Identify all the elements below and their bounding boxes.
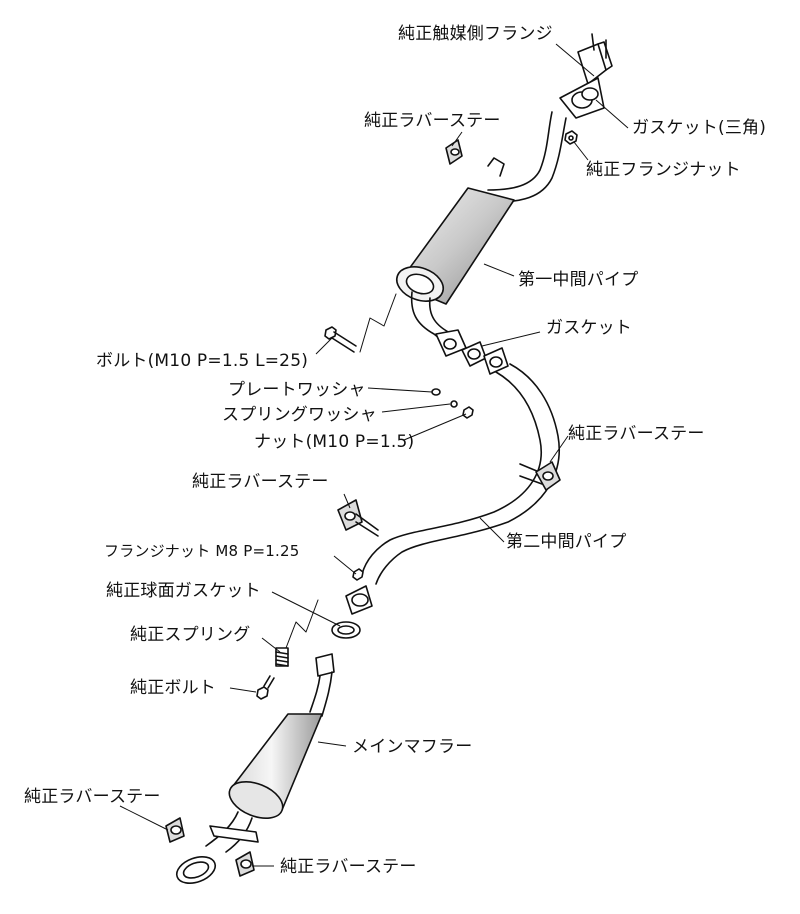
second-pipe-outlet-flange (345, 585, 373, 615)
rubber-stay-right (535, 461, 561, 491)
label-rubber-stay-right: 純正ラバーステー (568, 424, 705, 444)
cat-side-flange (577, 33, 613, 85)
label-gasket: ガスケット (546, 318, 632, 338)
rubber-stay-left-mid (337, 499, 379, 537)
label-oem-bolt: 純正ボルト (130, 678, 216, 698)
joint-gasket (461, 341, 487, 367)
oem-spring (275, 647, 289, 667)
label-second-mid-pipe: 第二中間パイプ (506, 532, 627, 552)
label-rubber-stay-mid: 純正ラバーステー (192, 472, 329, 492)
label-main-muffler: メインマフラー (352, 737, 473, 757)
oem-bolt (256, 675, 275, 700)
break-line-lower (285, 599, 319, 649)
label-rubber-stay-bottom-left: 純正ラバーステー (24, 787, 161, 807)
bolt-m10 (324, 326, 357, 353)
first-muffler (395, 187, 515, 343)
triangle-gasket (559, 77, 605, 119)
label-oem-spring: 純正スプリング (130, 625, 251, 645)
flange-nut-m8 (352, 568, 364, 581)
label-nut-m10: ナット(M10 P=1.5) (254, 432, 415, 452)
label-spring-washer: スプリングワッシャ (222, 405, 377, 425)
rubber-stay-bottom-left (165, 817, 185, 843)
label-flange-nut-m8: フランジナット M8 P=1.25 (104, 542, 300, 560)
label-rubber-stay-top: 純正ラバーステー (364, 111, 501, 131)
label-flange-nut: 純正フランジナット (586, 160, 741, 180)
spring-washer (450, 400, 458, 408)
main-muffler (175, 653, 335, 884)
label-first-mid-pipe: 第一中間パイプ (518, 270, 639, 290)
rubber-stay-bottom-right (235, 851, 255, 877)
label-plate-washer: プレートワッシャ (228, 380, 366, 400)
second-mid-pipe (361, 363, 560, 585)
leader-lines (119, 43, 629, 867)
label-cat-flange: 純正触媒側フランジ (398, 24, 553, 44)
nut-m10 (462, 406, 474, 419)
label-sphere-gasket: 純正球面ガスケット (106, 581, 261, 601)
pipe-joint-flange (435, 329, 467, 357)
plate-washer (431, 388, 441, 396)
label-gasket-triangle: ガスケット(三角) (632, 118, 767, 138)
label-bolt-m10: ボルト(M10 P=1.5 L=25) (96, 351, 309, 371)
break-line-upper (359, 293, 397, 353)
label-rubber-stay-bottom-right: 純正ラバーステー (280, 857, 417, 877)
flange-nut-top (564, 130, 578, 145)
second-pipe-flange (483, 347, 509, 375)
first-mid-pipe (487, 111, 567, 203)
